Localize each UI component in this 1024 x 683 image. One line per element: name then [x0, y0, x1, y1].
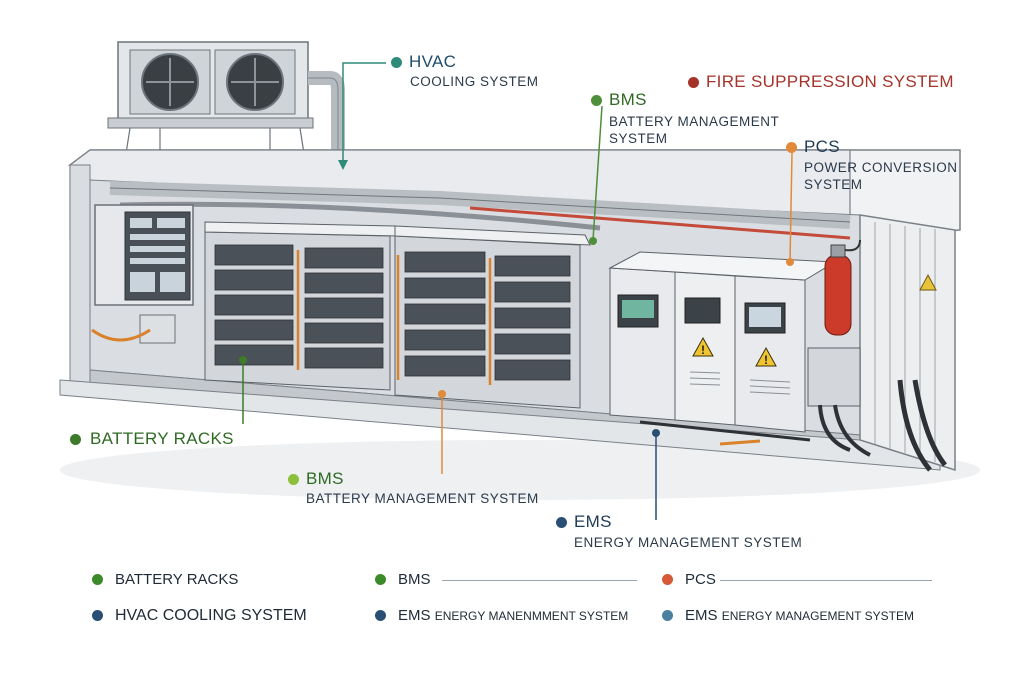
legend-item-bms: BMS	[375, 571, 431, 588]
legend-divider	[720, 580, 932, 581]
fire-title: FIRE SUPPRESSION SYSTEM	[706, 72, 954, 91]
ems-subtitle: ENERGY MANAGEMENT SYSTEM	[574, 535, 803, 550]
hvac-title: HVAC	[409, 52, 457, 71]
bms-mid-dot	[288, 474, 299, 485]
warning-glyph: !	[764, 353, 768, 367]
fire-extinguisher-icon	[824, 239, 861, 336]
hvac-subtitle: COOLING SYSTEM	[410, 74, 539, 89]
legend-label: PCS	[685, 571, 716, 588]
leader-pcs	[789, 152, 793, 263]
legend-item-pcs: PCS	[662, 571, 716, 588]
pcs-subtitle-1: POWER CONVERSION	[804, 160, 958, 175]
legend-label: HVAC COOLING SYSTEM	[115, 607, 307, 624]
battery-racks-title: BATTERY RACKS	[90, 429, 234, 448]
legend-dot	[662, 610, 673, 621]
bms-top-subtitle-1: BATTERY MANAGEMENT	[609, 114, 780, 129]
legend-dot	[375, 574, 386, 585]
bms-top-dot	[591, 95, 602, 106]
legend-dot	[92, 574, 103, 585]
control-panel	[91, 204, 194, 344]
bms-top-title: BMS	[609, 90, 647, 109]
ems-title: EMS	[574, 512, 612, 531]
legend-label-b: ENERGY MANAGEMENT SYSTEM	[721, 609, 914, 623]
bms-mid-subtitle: BATTERY MANAGEMENT SYSTEM	[306, 491, 539, 506]
battery-racks-dot	[70, 434, 81, 445]
legend-item-ems-2: EMS ENERGY MANAGEMENT SYSTEM	[662, 607, 914, 624]
legend-dot	[375, 610, 386, 621]
bms-top-subtitle-2: SYSTEM	[609, 131, 668, 146]
battery-racks	[204, 221, 591, 409]
legend-item-battery-racks: BATTERY RACKS	[92, 571, 238, 588]
legend-dot	[662, 574, 673, 585]
junction-box	[639, 347, 947, 472]
pcs-dot	[786, 142, 797, 153]
legend-label-a: EMS	[398, 607, 431, 624]
legend-divider	[442, 580, 637, 581]
legend-label: BMS	[398, 571, 431, 588]
pcs-subtitle-2: SYSTEM	[804, 177, 863, 192]
bms-mid-title: BMS	[306, 469, 344, 488]
legend-label-a: EMS	[685, 607, 718, 624]
fire-dot	[688, 77, 699, 88]
ems-dot	[556, 517, 567, 528]
legend-dot	[92, 610, 103, 621]
leader-hvac	[342, 62, 386, 165]
leader-bms-top	[592, 105, 603, 241]
legend-label: BATTERY RACKS	[115, 571, 239, 588]
warning-icon: !	[755, 346, 777, 367]
warning-glyph: !	[701, 343, 705, 357]
hvac-unit	[107, 41, 345, 161]
hvac-dot	[391, 57, 402, 68]
pcs-cabinets: ! !	[608, 251, 837, 433]
pcs-title: PCS	[804, 137, 840, 156]
legend-item-ems-1: EMS ENERGY MANENMMENT SYSTEM	[375, 607, 628, 624]
legend-label-b: ENERGY MANENMMENT SYSTEM	[434, 609, 629, 623]
ground-shadow	[60, 440, 980, 500]
warning-icon: !	[692, 336, 714, 357]
callout-leaders	[239, 62, 794, 520]
legend-item-hvac: HVAC COOLING SYSTEM	[92, 607, 307, 625]
